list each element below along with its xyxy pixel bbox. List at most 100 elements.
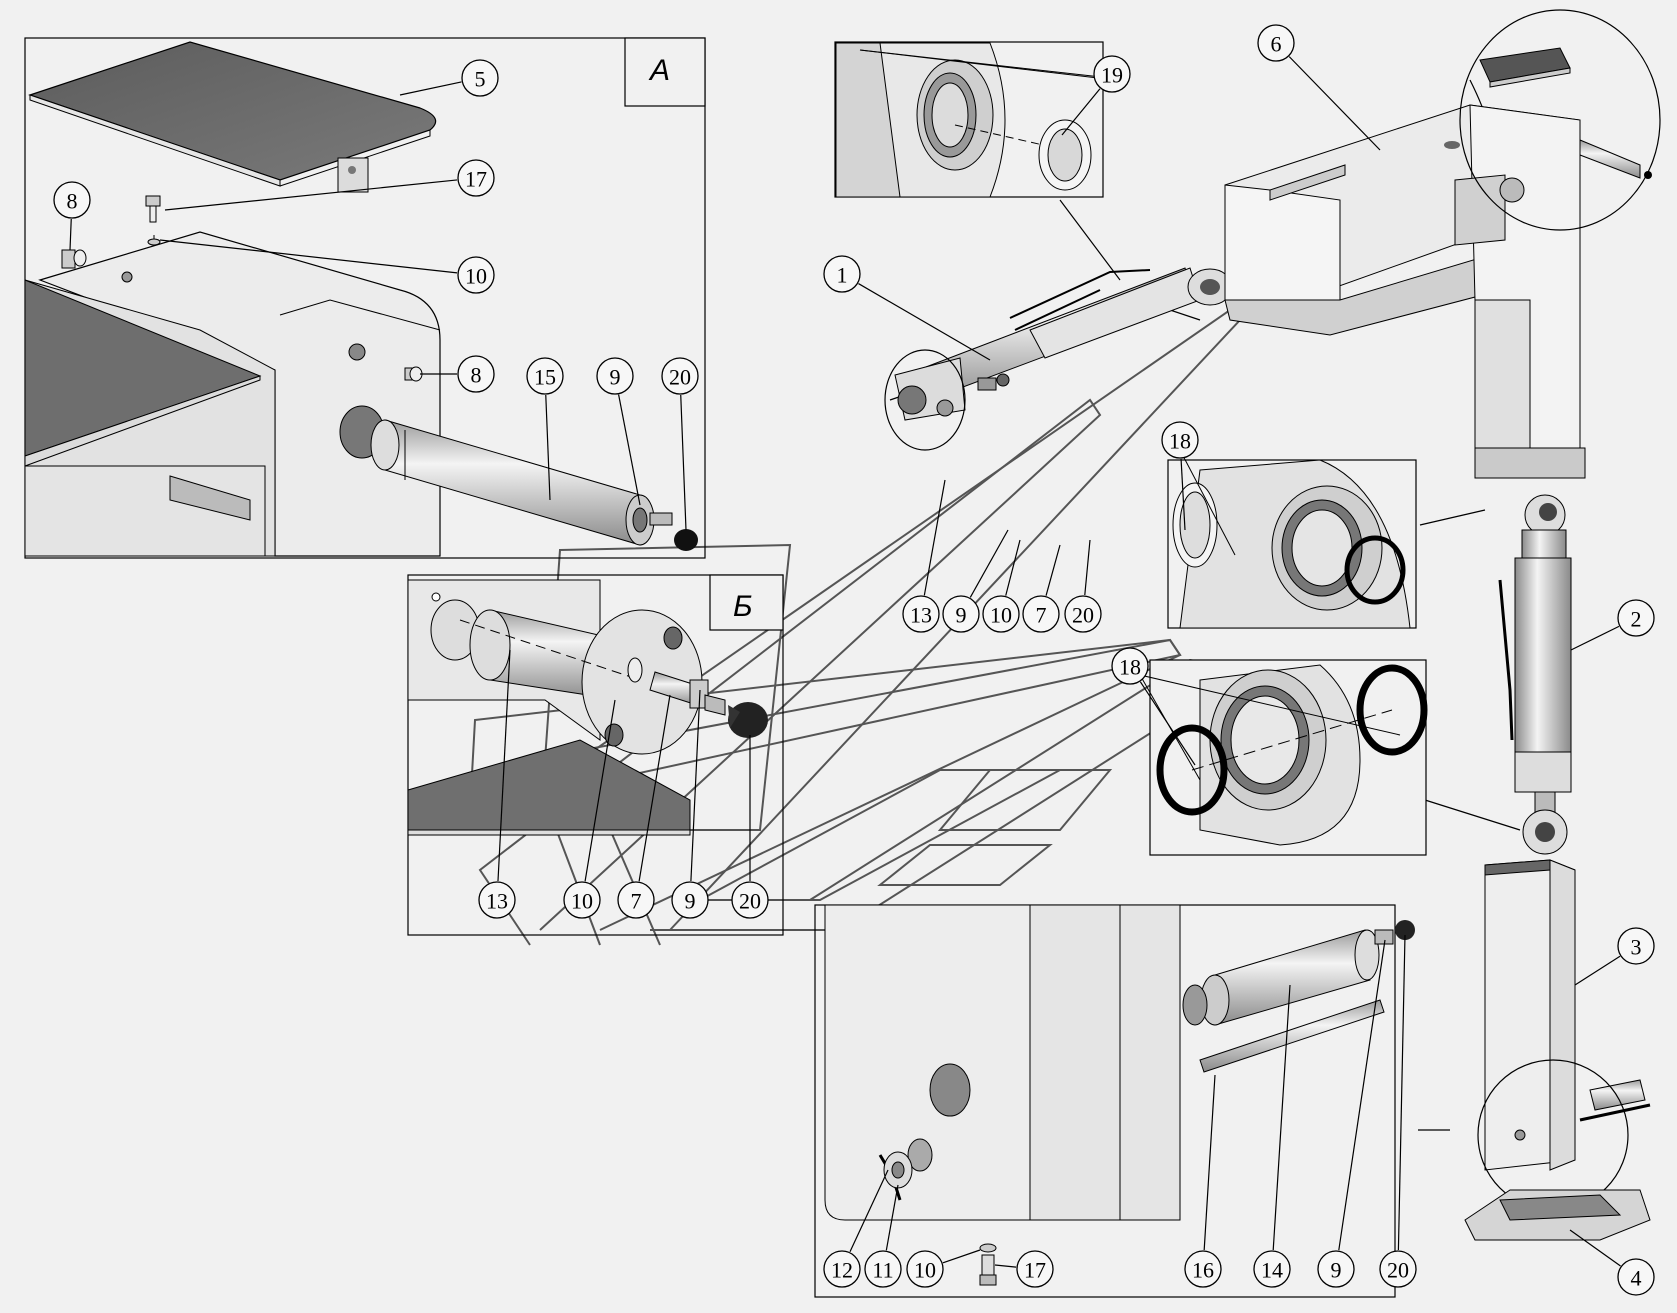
callout-leader [399, 81, 462, 96]
callout-c7b: 7 [617, 694, 671, 919]
callout-circle [823, 1250, 861, 1288]
callout-leader [1203, 1074, 1216, 1251]
callout-circle [457, 355, 495, 393]
callout-c10c: 10 [982, 539, 1021, 633]
callout-circle [1111, 647, 1149, 685]
callout-circle [1022, 595, 1060, 633]
callout-circle [1379, 1250, 1417, 1288]
callout-leader [923, 479, 946, 596]
callout-c11: 11 [864, 1184, 902, 1288]
callout-c20b: 20 [1064, 539, 1102, 633]
callout-circle [902, 595, 940, 633]
axle-part [370, 419, 698, 551]
callout-c19: 19 [1061, 55, 1131, 136]
callout-circle [942, 595, 980, 633]
callout-number: 10 [914, 1258, 936, 1283]
callout-leader [1569, 1229, 1621, 1267]
callout-c20a: 20 [661, 357, 699, 531]
callout-number: 20 [1072, 603, 1094, 628]
callout-leader [1084, 539, 1091, 596]
callout-number: 8 [471, 363, 482, 388]
callout-c10a: 10 [159, 239, 495, 294]
callout-leader [1272, 984, 1291, 1251]
callout-leader [690, 689, 701, 882]
callout-leader [638, 694, 671, 882]
callout-number: 17 [465, 167, 487, 192]
plug-part [61, 249, 423, 382]
callout-number: 10 [990, 603, 1012, 628]
callout-number: 3 [1631, 935, 1642, 960]
callout-circle [1317, 1250, 1355, 1288]
callout-circle [1064, 595, 1102, 633]
callout-leader [1574, 955, 1621, 986]
cover-plate-part [28, 41, 437, 181]
callout-leader [584, 699, 616, 882]
callout-c18a: 18 [1161, 421, 1199, 531]
callout-number: 4 [1631, 1266, 1642, 1291]
callout-circle [526, 357, 564, 395]
frame-6-part [1224, 9, 1661, 479]
callout-circle [1184, 1250, 1222, 1288]
callout-number: 18 [1119, 655, 1141, 680]
callout-c17b: 17 [994, 1250, 1054, 1288]
callout-c9b: 9 [942, 529, 1009, 633]
callout-circle [596, 357, 634, 395]
callout-circle [671, 881, 709, 919]
callout-circle [563, 881, 601, 919]
callout-c2: 2 [1570, 599, 1655, 651]
callout-leader [159, 239, 458, 274]
callout-number: 14 [1261, 1258, 1283, 1283]
callout-circle [1257, 24, 1295, 62]
callout-leader [545, 394, 551, 501]
callout-number: 13 [910, 603, 932, 628]
detail-lower [814, 904, 1415, 1298]
callout-circle [1253, 1250, 1291, 1288]
callout-circle [457, 256, 495, 294]
callout-number: 9 [685, 889, 696, 914]
callout-circle [661, 357, 699, 395]
callout-leader [1061, 88, 1101, 136]
callout-circle [982, 595, 1020, 633]
callout-leader [69, 218, 72, 251]
view-a-label: А [648, 54, 670, 87]
callout-circle [823, 255, 861, 293]
cylinder-1-part [884, 267, 1233, 451]
callout-circle [1093, 55, 1131, 93]
callout-c10d: 10 [906, 1249, 981, 1288]
callout-c1: 1 [823, 255, 991, 361]
callout-leader [994, 1264, 1017, 1268]
callout-c8a: 8 [53, 181, 91, 251]
callout-leader [885, 1184, 899, 1251]
callout-c12: 12 [823, 1169, 889, 1288]
callout-circle [457, 159, 495, 197]
view-b-box: Б [407, 574, 784, 936]
callout-leader [1180, 458, 1186, 531]
callout-number: 8 [67, 189, 78, 214]
callout-leader [618, 394, 641, 506]
view-a-box: А [24, 37, 706, 559]
callout-c9d: 9 [1317, 939, 1386, 1288]
callout-c9a: 9 [596, 357, 641, 506]
callout-c13a: 13 [902, 479, 946, 633]
callout-leader [1570, 625, 1620, 651]
callout-leader [969, 529, 1009, 598]
callout-c7a: 7 [1022, 544, 1061, 633]
callout-c6: 6 [1257, 24, 1381, 151]
callout-circle [461, 59, 499, 97]
callout-c4: 4 [1569, 1229, 1655, 1296]
callout-leader [680, 394, 687, 531]
callout-c13b: 13 [478, 649, 516, 919]
callout-number: 2 [1631, 607, 1642, 632]
detail-bearing-18a [1167, 449, 1417, 629]
callout-circle [864, 1250, 902, 1288]
callout-c14: 14 [1253, 984, 1291, 1288]
callout-number: 12 [831, 1258, 853, 1283]
callout-c15: 15 [526, 357, 564, 501]
callout-leader [1139, 681, 1196, 766]
callout-circle [53, 181, 91, 219]
callout-c9c: 9 [671, 689, 709, 919]
callout-number: 19 [1101, 63, 1123, 88]
base-4-part [1464, 1189, 1651, 1241]
